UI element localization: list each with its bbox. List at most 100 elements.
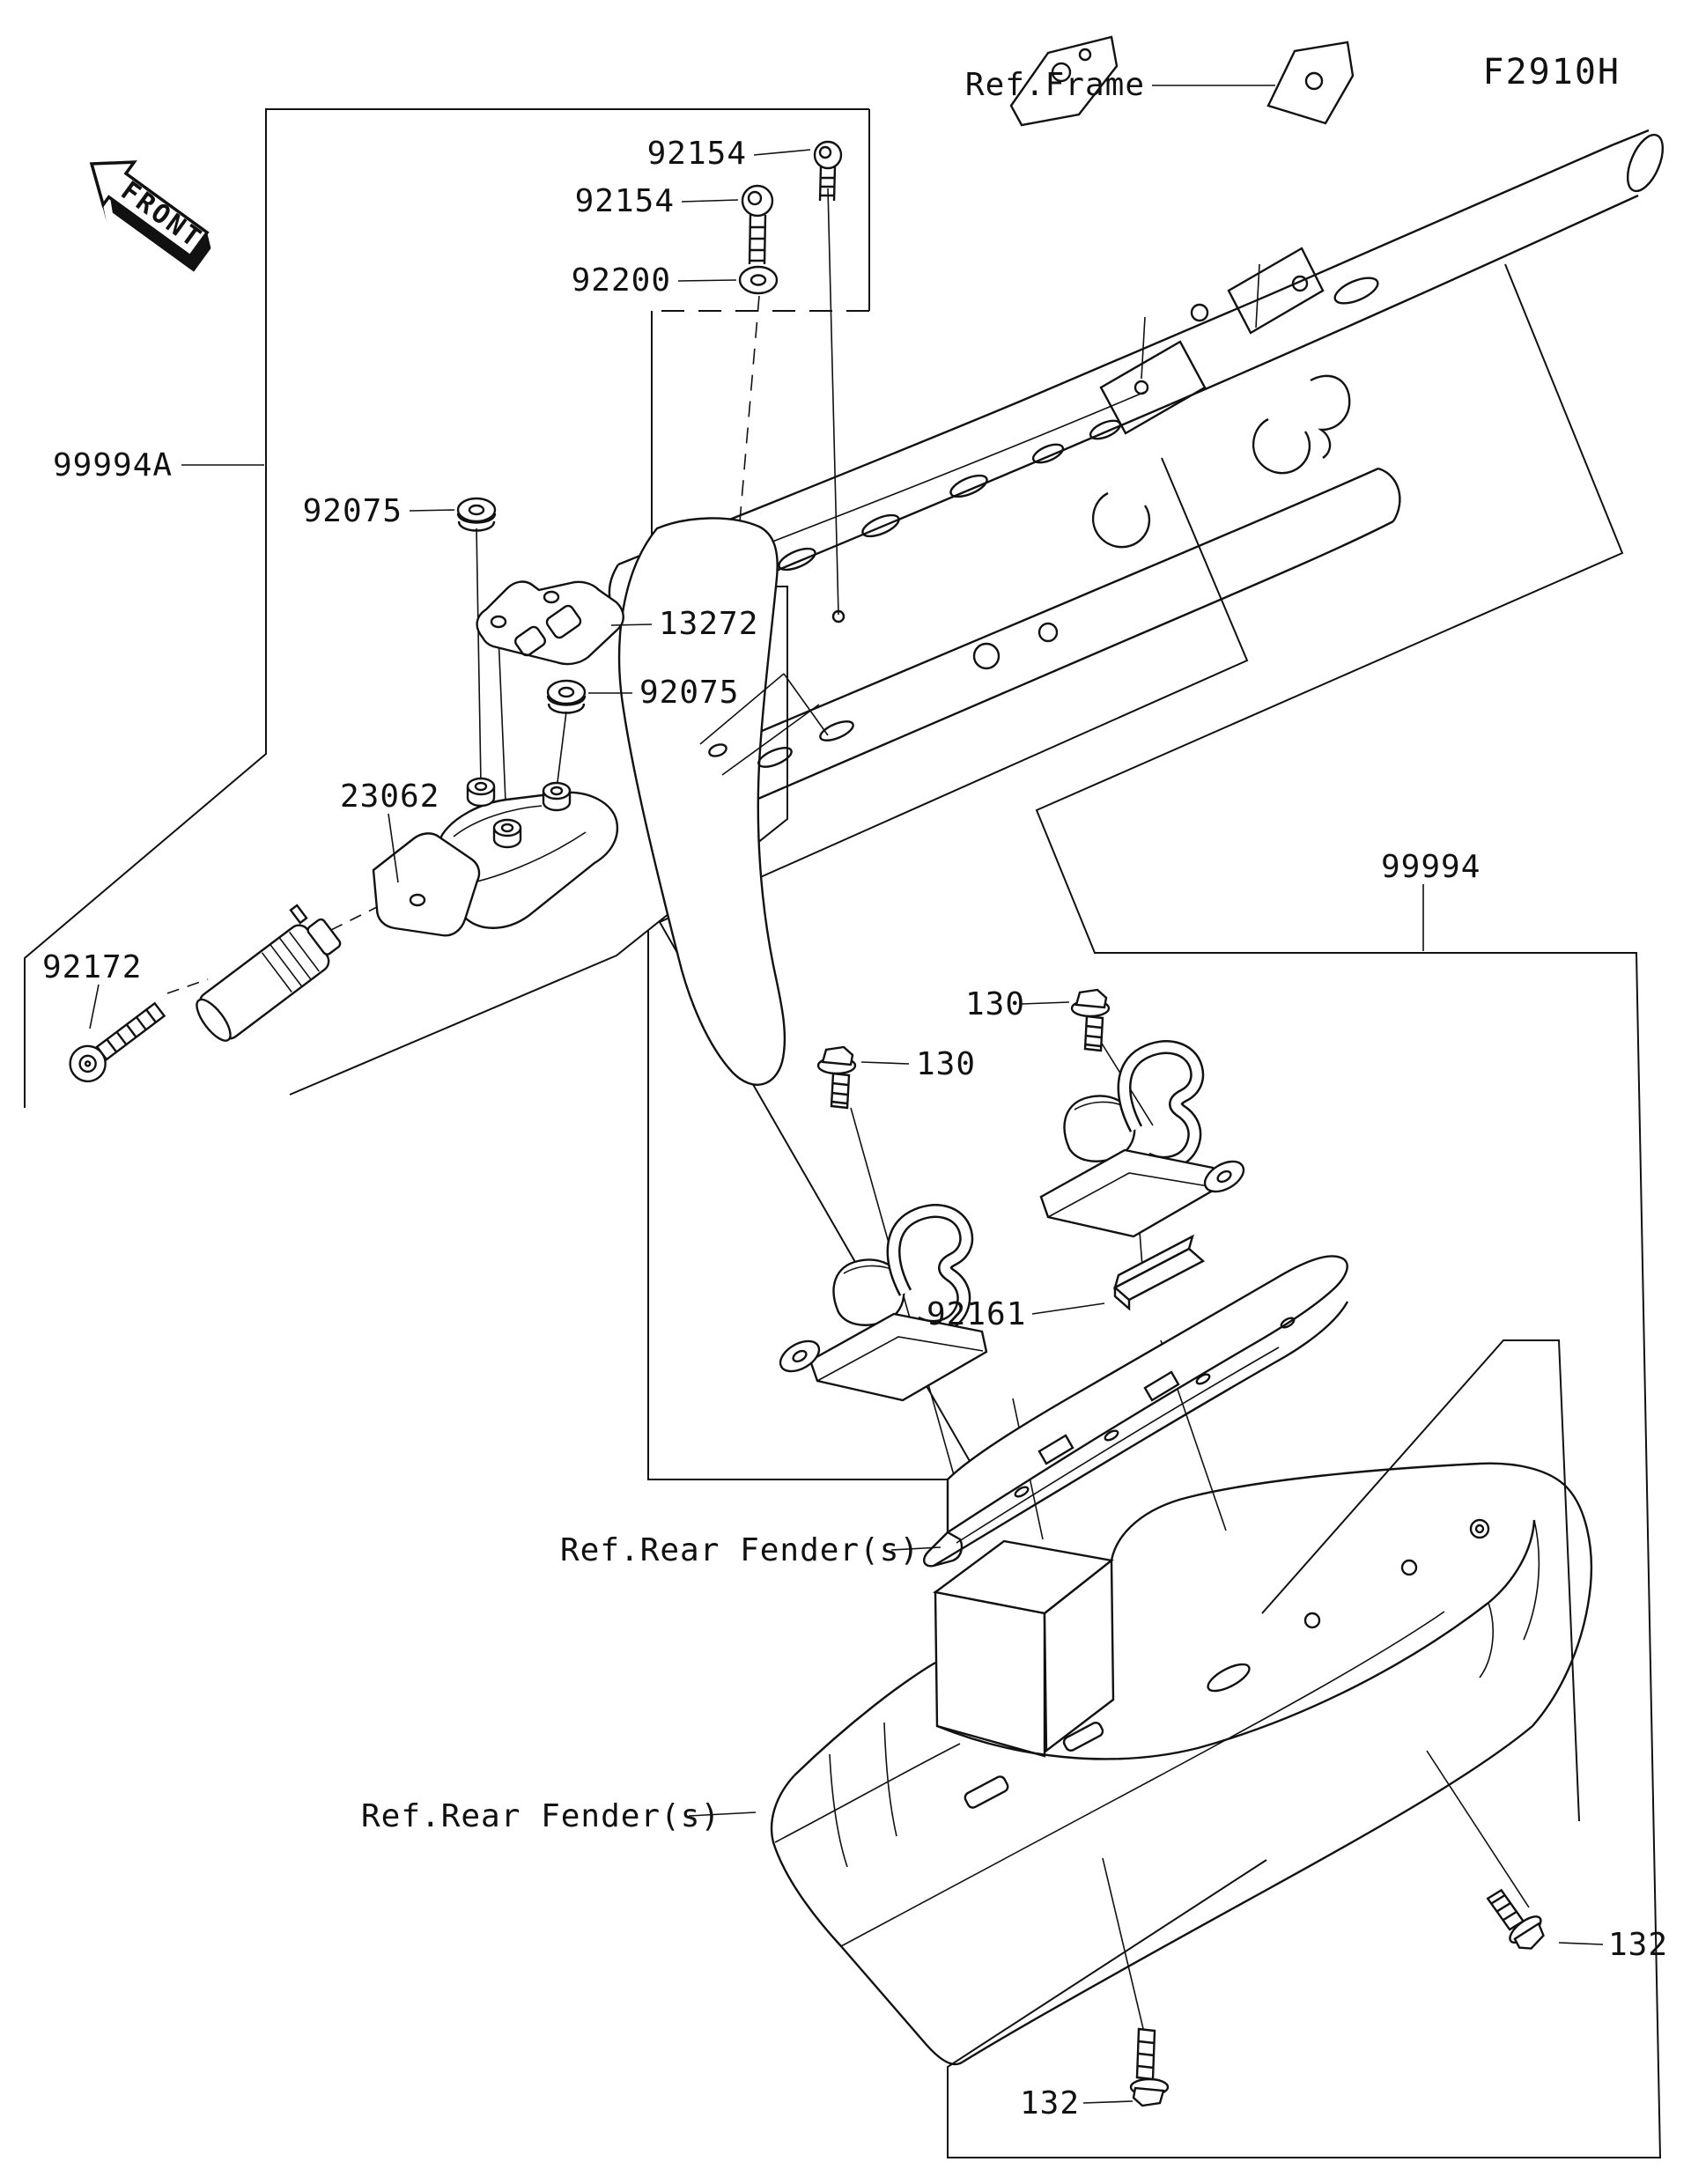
bolt132r-line bbox=[1426, 1750, 1530, 1908]
frame-mount-hole bbox=[831, 609, 846, 623]
frame-clip bbox=[1310, 374, 1351, 459]
bar-tab bbox=[1037, 1434, 1074, 1465]
collar bbox=[542, 781, 572, 812]
kit-b-parts bbox=[779, 988, 1545, 2107]
label-92075-1: 92075 bbox=[303, 493, 402, 529]
frame-hole bbox=[1037, 622, 1059, 643]
bolt132b-line bbox=[1102, 1857, 1146, 2037]
leader-132-bottom bbox=[1082, 2100, 1133, 2104]
label-ref-frame: Ref.Frame bbox=[965, 67, 1145, 103]
bar-bottom-edge bbox=[933, 1301, 1349, 1568]
frame-lower-rail-top bbox=[653, 467, 1379, 778]
frame-hole bbox=[1133, 380, 1149, 395]
fender-subbox bbox=[1261, 1339, 1580, 1822]
relay-plate-line bbox=[330, 904, 381, 931]
frame-cross-brace bbox=[699, 673, 829, 776]
frame-hole bbox=[972, 642, 1001, 670]
kit-a-box-left bbox=[24, 108, 869, 1108]
gusset-bracket-13272 bbox=[476, 580, 624, 666]
frame-rail-top bbox=[617, 129, 1650, 566]
leader-13272 bbox=[610, 623, 653, 626]
fender-top-right-edge bbox=[1110, 1462, 1481, 1561]
tube-clip-inner bbox=[889, 1206, 971, 1332]
flange-bolt-130-right bbox=[1070, 988, 1111, 1052]
bar-tab bbox=[1143, 1370, 1180, 1402]
label-92161: 92161 bbox=[927, 1296, 1026, 1332]
frame-hole bbox=[778, 547, 816, 572]
bolt-relay-line bbox=[166, 978, 209, 994]
fender-tail bbox=[1479, 1462, 1593, 1727]
frame-hole bbox=[1333, 277, 1379, 305]
front-badge-side bbox=[189, 232, 211, 272]
label-rear-fender-1: Ref.Rear Fender(s) bbox=[560, 1532, 919, 1568]
frame-hole bbox=[1291, 275, 1309, 292]
collar bbox=[466, 777, 496, 808]
collar bbox=[492, 818, 522, 849]
label-92154-2: 92154 bbox=[575, 183, 675, 219]
frame-hole bbox=[1078, 48, 1092, 62]
leader-92075-1 bbox=[409, 509, 455, 512]
front-badge-extrusion bbox=[110, 197, 195, 272]
leader-rear-fender-2 bbox=[688, 1811, 757, 1817]
fender-left-slope bbox=[794, 1661, 936, 1776]
label-99994: 99994 bbox=[1381, 849, 1481, 885]
leader-rear-fender-1 bbox=[890, 1546, 941, 1551]
bracket-subbox bbox=[647, 930, 980, 1480]
relay-device bbox=[196, 904, 342, 1042]
frame-hole bbox=[1190, 303, 1209, 322]
label-132-right: 132 bbox=[1608, 1927, 1668, 1963]
label-rear-fender-2: Ref.Rear Fender(s) bbox=[361, 1798, 720, 1834]
label-130-right: 130 bbox=[965, 986, 1025, 1022]
frame-tab-lines bbox=[1141, 263, 1260, 380]
label-92200: 92200 bbox=[572, 262, 671, 299]
labels: F2910H Ref.Frame 92154 92154 92200 99994… bbox=[42, 52, 1668, 2121]
bolt130l-line bbox=[850, 1107, 961, 1498]
fitting-bracket-23062 bbox=[372, 777, 619, 937]
label-130-left: 130 bbox=[916, 1046, 976, 1082]
frame-drawing bbox=[608, 35, 1665, 1086]
label-132-bottom: 132 bbox=[1020, 2085, 1080, 2121]
front-arrow bbox=[89, 160, 210, 259]
leader-lines bbox=[89, 85, 1604, 2104]
fender-box-front bbox=[934, 1590, 1046, 1758]
bracket-assembly-line bbox=[498, 635, 507, 823]
kit-b-box bbox=[947, 263, 1662, 2158]
frame-lower-rail-endcap bbox=[1377, 467, 1401, 522]
frame-tube-endcap bbox=[1626, 133, 1665, 193]
leader-92172 bbox=[89, 984, 100, 1029]
socket-bolt-2 bbox=[741, 184, 774, 265]
frame-clip bbox=[1252, 417, 1311, 475]
leader-130-left bbox=[860, 1061, 910, 1065]
rear-fender-body bbox=[770, 1462, 1593, 2066]
frame-hole bbox=[1089, 419, 1122, 440]
fender-left-front bbox=[770, 1774, 963, 2066]
allen-bolt-92172 bbox=[69, 1001, 166, 1083]
frame-hole bbox=[1051, 62, 1072, 83]
frame-front-silhouette bbox=[617, 517, 786, 1086]
clamp-assembly-right bbox=[1039, 1040, 1245, 1238]
fender-box-side bbox=[1043, 1558, 1115, 1753]
frame-lower-rail-bottom bbox=[688, 520, 1394, 830]
leader-23062 bbox=[388, 813, 399, 883]
frame-hole bbox=[819, 720, 854, 742]
frame-hole bbox=[1031, 443, 1065, 464]
frame-hole bbox=[949, 474, 988, 498]
tube-clip-inner bbox=[1119, 1042, 1202, 1169]
flange-bolt-132-right bbox=[1486, 1888, 1545, 1950]
frame-clip-tab bbox=[1266, 41, 1355, 125]
plate-23062 bbox=[372, 832, 481, 937]
bolt1-assembly-line bbox=[827, 188, 839, 616]
grommet1-assembly-line bbox=[476, 528, 482, 785]
fender-mid-ridge bbox=[936, 1519, 1536, 1760]
damper-strip-92161 bbox=[1112, 1234, 1206, 1311]
frame-hole bbox=[861, 513, 900, 538]
flange-bolt-132-bottom bbox=[1129, 2027, 1170, 2107]
flange-bolt-130-left bbox=[816, 1045, 857, 1110]
bar-nose bbox=[923, 1531, 964, 1568]
leader-92154-1 bbox=[753, 149, 811, 156]
leader-92161 bbox=[1031, 1302, 1105, 1315]
front-direction-badge: FRONT bbox=[89, 160, 211, 272]
frame-rail-bottom bbox=[655, 194, 1639, 623]
kit-a-parts bbox=[69, 140, 843, 1083]
